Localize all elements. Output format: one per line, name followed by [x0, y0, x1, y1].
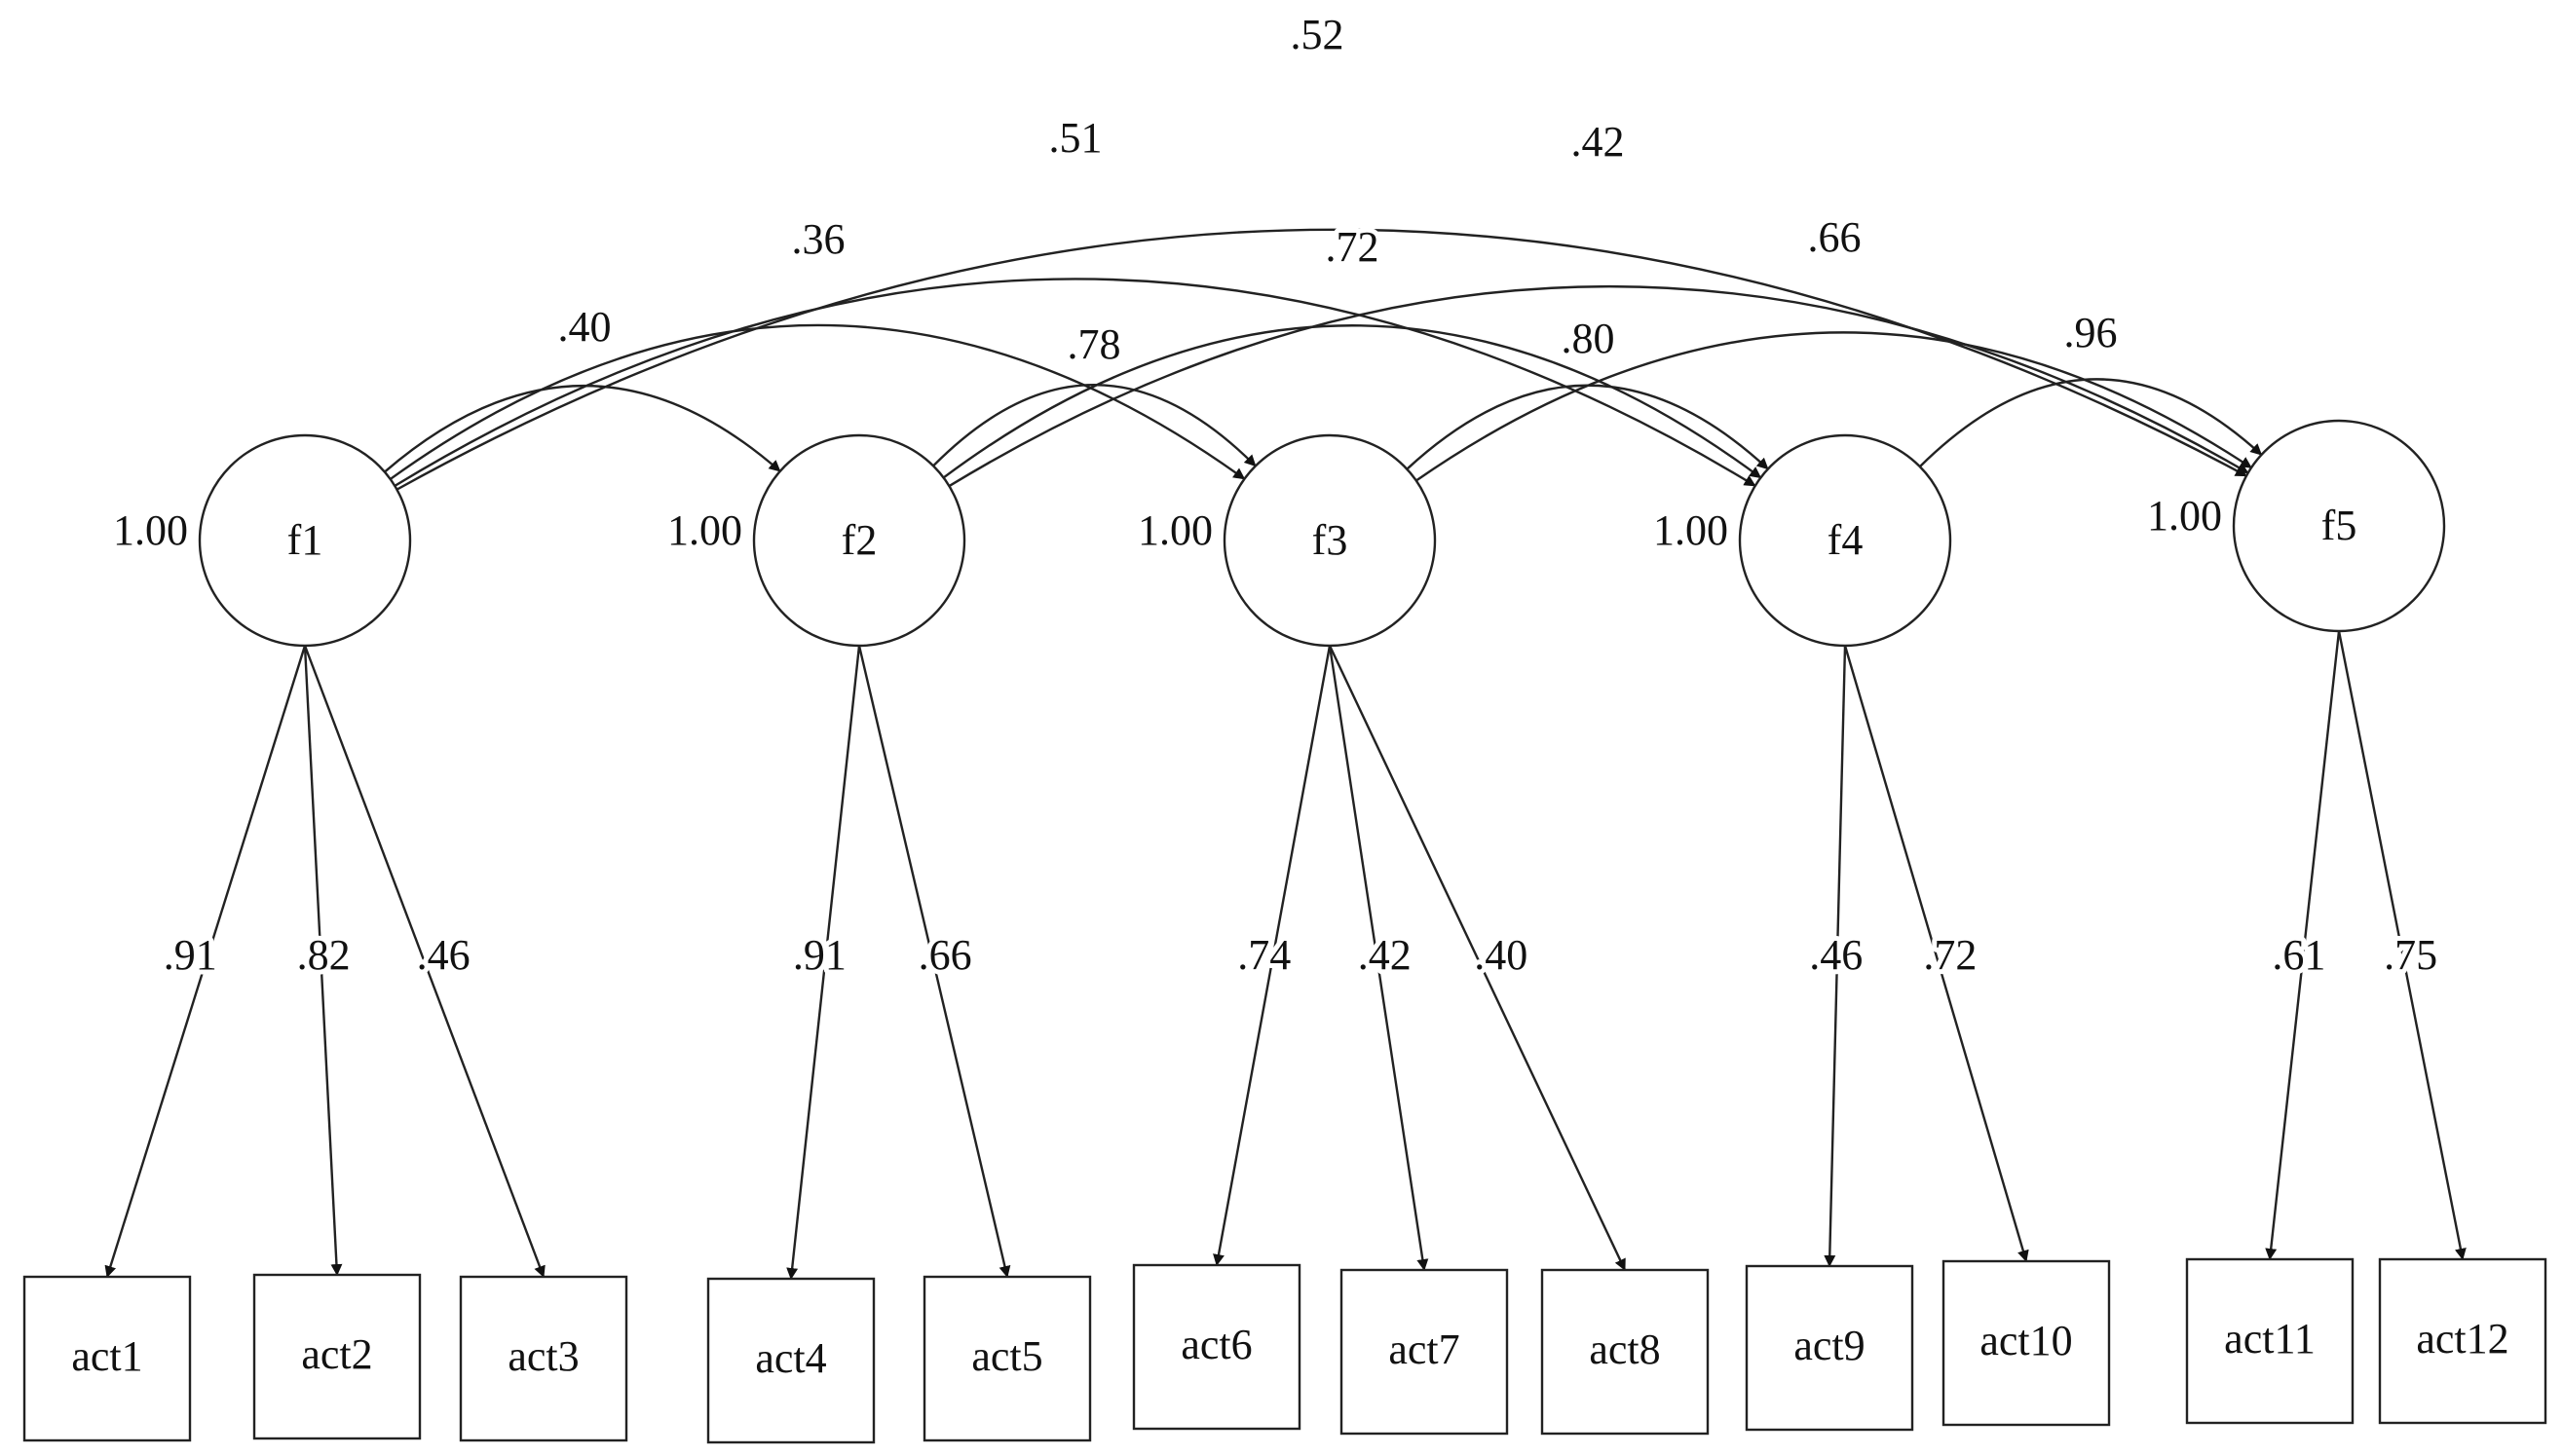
indicator-box-act11 [2185, 1257, 2355, 1425]
loading-label-act8: .40 [1474, 931, 1527, 979]
indicator-label-act2: act2 [301, 1330, 372, 1378]
indicator-label-act4: act4 [755, 1334, 826, 1382]
loading-path-f1-act3 [303, 645, 546, 1278]
indicator-label-act1: act1 [71, 1332, 142, 1380]
loading-path-f1-act2 [303, 645, 343, 1276]
indicator-label-act6: act6 [1181, 1321, 1252, 1368]
factor-circle-f4 [1738, 433, 1952, 648]
correlation-arc-f4-f5 [1907, 378, 2263, 479]
coefficient-labels: .40 .36 .51 .52 .78 .72 .42 .80 .66 .96 .91 .82 .46.… [159, 6, 2442, 984]
correlation-arc-f2-f5 [936, 284, 2249, 497]
factor-circle-f5 [2232, 419, 2446, 633]
factor-label-f3: f3 [1312, 516, 1348, 564]
variance-label-f2: 1.00 [667, 506, 742, 554]
correlation-arc-f1-f2 [372, 385, 781, 484]
indicator-label-act8: act8 [1589, 1325, 1660, 1373]
correlation-arc-f2-f4 [931, 324, 1762, 489]
loading-path-f3-act6 [1213, 645, 1332, 1266]
correlation-label-f2-f3: .78 [1068, 320, 1121, 368]
factor-label-f2: f2 [842, 516, 878, 564]
variance-label-f3: 1.00 [1138, 506, 1213, 554]
indicator-label-act9: act9 [1793, 1322, 1865, 1369]
indicator-box-act10 [1941, 1259, 2111, 1427]
loading-path-f5-act12 [2337, 630, 2467, 1260]
loading-label-act10: .72 [1923, 931, 1977, 979]
factor-circle-f1 [198, 433, 412, 648]
indicator-label-act12: act12 [2416, 1315, 2508, 1363]
indicator-box-act4 [706, 1277, 876, 1444]
loading-label-act6: .74 [1237, 931, 1291, 979]
indicator-box-act3 [459, 1275, 628, 1442]
loading-label-act1: .91 [164, 931, 217, 979]
variance-label-f5: 1.00 [2147, 492, 2222, 540]
loading-label-act4: .91 [793, 931, 847, 979]
loading-path-f4-act10 [1843, 645, 2029, 1262]
indicator-label-act11: act11 [2224, 1315, 2316, 1363]
loading-label-act11: .61 [2272, 931, 2325, 979]
loading-path-f2-act5 [857, 645, 1011, 1278]
loading-path-f2-act4 [786, 645, 861, 1280]
correlation-arc-f3-f5 [1404, 331, 2252, 492]
factor-label-f4: f4 [1828, 516, 1864, 564]
variance-label-f1: 1.00 [113, 506, 188, 554]
indicator-box-act7 [1339, 1268, 1509, 1436]
loading-label-act5: .66 [919, 931, 972, 979]
factor-label-f1: f1 [287, 516, 323, 564]
indicator-box-act6 [1132, 1263, 1301, 1431]
correlation-arcs [372, 228, 2263, 501]
correlation-label-f3-f5: .66 [1808, 213, 1862, 261]
indicator-box-act9 [1745, 1264, 1914, 1432]
variance-label-f4: 1.00 [1653, 506, 1728, 554]
correlation-label-f4-f5: .96 [2064, 309, 2118, 356]
loading-label-act3: .46 [417, 931, 471, 979]
loading-label-act2: .82 [297, 931, 351, 979]
correlation-arc-f1-f5 [384, 228, 2247, 501]
loading-path-f3-act7 [1328, 645, 1429, 1271]
indicator-box-act5 [923, 1275, 1092, 1442]
indicator-label-act7: act7 [1388, 1325, 1459, 1373]
indicator-label-act3: act3 [508, 1332, 579, 1380]
loading-paths [104, 630, 2467, 1280]
correlation-label-f2-f4: .72 [1326, 223, 1379, 271]
indicator-box-act8 [1540, 1268, 1710, 1436]
factor-circle-f2 [752, 433, 966, 648]
indicator-box-act1 [22, 1275, 192, 1442]
loading-path-f5-act11 [2265, 630, 2341, 1260]
correlation-arc-f1-f3 [378, 323, 1246, 491]
loading-path-f3-act8 [1328, 645, 1627, 1271]
variables: f1 1.00 f2 1.00 f3 1.00 f4 1.00 f5 1.00 act1 act2 ac… [22, 419, 2547, 1444]
indicator-label-act5: act5 [971, 1332, 1042, 1380]
loading-label-act9: .46 [1809, 931, 1863, 979]
factor-circle-f3 [1223, 433, 1437, 648]
correlation-arc-f3-f4 [1395, 384, 1769, 481]
indicator-label-act10: act10 [1979, 1317, 2072, 1364]
loading-label-act12: .75 [2384, 931, 2437, 979]
correlation-label-f1-f5: .52 [1291, 11, 1344, 58]
correlation-label-f1-f2: .40 [558, 303, 612, 351]
loading-path-f4-act9 [1824, 645, 1847, 1267]
correlation-label-f3-f4: .80 [1562, 315, 1615, 362]
correlation-label-f1-f4: .51 [1049, 114, 1103, 162]
loading-label-act7: .42 [1358, 931, 1412, 979]
factor-label-f5: f5 [2321, 502, 2357, 549]
indicator-box-act12 [2378, 1257, 2547, 1425]
correlation-arc-f1-f4 [382, 278, 1756, 497]
loading-path-f1-act1 [104, 645, 307, 1278]
indicator-box-act2 [252, 1273, 422, 1440]
correlation-label-f1-f3: .36 [792, 215, 846, 263]
correlation-label-f2-f5: .42 [1571, 118, 1625, 166]
